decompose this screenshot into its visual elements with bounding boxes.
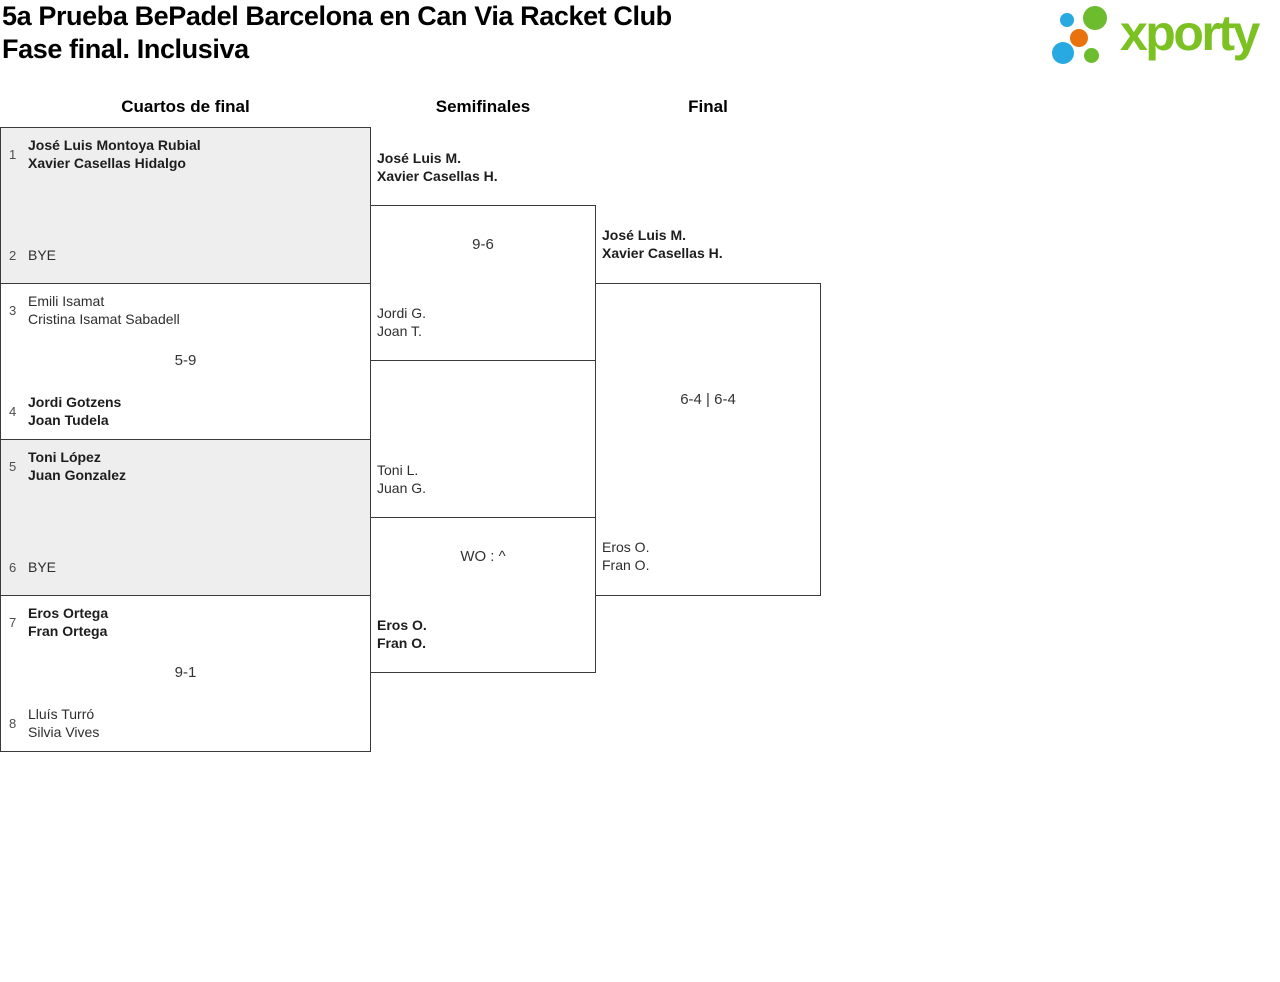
team-entry[interactable]: José Luis M. Xavier Casellas H.: [602, 226, 723, 262]
logo-wordmark: xporty: [1120, 5, 1260, 61]
team-slot: 6 BYE: [9, 549, 362, 585]
team-entry[interactable]: Eros O. Fran O.: [602, 538, 649, 574]
team-entry[interactable]: Toni L. Juan G.: [377, 461, 426, 497]
player-name: Toni López: [28, 449, 101, 465]
seed-number: 4: [9, 403, 17, 419]
player-name: Fran Ortega: [28, 623, 108, 639]
tournament-title: 5a Prueba BePadel Barcelona en Can Via R…: [2, 1, 672, 31]
team-entry[interactable]: Jordi Gotzens Joan Tudela: [28, 393, 121, 429]
player-name: Emili Isamat: [28, 293, 105, 309]
match-final: [595, 283, 821, 596]
seed-number: 7: [9, 614, 17, 630]
player-name: Xavier Casellas H.: [602, 245, 723, 261]
logo-dot-blue-small-icon: [1060, 13, 1074, 27]
player-name: Juan Gonzalez: [28, 467, 127, 483]
team-slot: 7 Eros Ortega Fran Ortega: [9, 604, 362, 640]
team-entry[interactable]: Emili Isamat Cristina Isamat Sabadell: [28, 292, 180, 328]
team-entry[interactable]: Eros Ortega Fran Ortega: [28, 604, 108, 640]
logo-dot-green-large-icon: [1083, 6, 1107, 30]
player-name: Lluís Turró: [28, 706, 95, 722]
player-name: Fran O.: [602, 557, 650, 573]
player-name: Xavier Casellas H.: [377, 168, 498, 184]
bye-label: BYE: [28, 247, 57, 263]
match-quarterfinal-2: 3 Emili Isamat Cristina Isamat Sabadell …: [0, 283, 371, 440]
player-name: José Luis M.: [377, 150, 462, 166]
round-header-quarterfinals: Cuartos de final: [121, 97, 250, 116]
match-quarterfinal-4: 7 Eros Ortega Fran Ortega 8 Lluís Turró …: [0, 595, 371, 752]
match-score: WO : ^: [460, 548, 506, 565]
player-name: José Luis Montoya Rubial: [28, 137, 201, 153]
team-slot: 2 BYE: [9, 237, 362, 273]
logo-dot-orange-icon: [1070, 29, 1088, 47]
team-slot: 1 José Luis Montoya Rubial Xavier Casell…: [9, 136, 362, 172]
team-entry[interactable]: Jordi G. Joan T.: [377, 304, 426, 340]
seed-number: 2: [9, 247, 17, 263]
seed-number: 8: [9, 715, 17, 731]
player-name: Toni L.: [377, 462, 419, 478]
team-entry[interactable]: Eros O. Fran O.: [377, 616, 427, 652]
seed-number: 6: [9, 559, 17, 575]
team-slot: 5 Toni López Juan Gonzalez: [9, 448, 362, 484]
team-entry[interactable]: José Luis M. Xavier Casellas H.: [377, 149, 498, 185]
player-name: Jordi G.: [377, 305, 427, 321]
match-quarterfinal-3: 5 Toni López Juan Gonzalez 6 BYE: [0, 439, 371, 596]
team-slot: 3 Emili Isamat Cristina Isamat Sabadell: [9, 292, 362, 328]
team-entry[interactable]: Toni López Juan Gonzalez: [28, 448, 126, 484]
round-header-semifinals: Semifinales: [435, 97, 531, 116]
player-name: Xavier Casellas Hidalgo: [28, 155, 186, 171]
player-name: Cristina Isamat Sabadell: [28, 311, 180, 327]
player-name: Eros Ortega: [28, 605, 109, 621]
team-entry: BYE: [28, 558, 56, 576]
match-quarterfinal-1: 1 José Luis Montoya Rubial Xavier Casell…: [0, 127, 371, 284]
player-name: Jordi Gotzens: [28, 394, 122, 410]
team-entry[interactable]: Lluís Turró Silvia Vives: [28, 705, 99, 741]
match-score: 9-6: [472, 236, 494, 253]
team-entry: BYE: [28, 246, 56, 264]
player-name: Eros O.: [377, 617, 427, 633]
page-title: 5a Prueba BePadel Barcelona en Can Via R…: [2, 0, 672, 66]
xporty-logo[interactable]: xporty: [1048, 4, 1276, 76]
seed-number: 3: [9, 302, 17, 318]
player-name: Silvia Vives: [28, 724, 100, 740]
player-name: Joan T.: [377, 323, 422, 339]
round-header-final: Final: [688, 97, 728, 116]
player-name: José Luis M.: [602, 227, 687, 243]
match-score: 6-4 | 6-4: [680, 391, 736, 408]
player-name: Joan Tudela: [28, 412, 109, 428]
team-entry[interactable]: José Luis Montoya Rubial Xavier Casellas…: [28, 136, 201, 172]
seed-number: 1: [9, 146, 17, 162]
logo-dot-green-small-icon: [1084, 48, 1099, 63]
match-score: 9-1: [174, 664, 197, 681]
player-name: Juan G.: [377, 480, 427, 496]
team-slot: 8 Lluís Turró Silvia Vives: [9, 705, 362, 741]
team-slot: 4 Jordi Gotzens Joan Tudela: [9, 393, 362, 429]
bye-label: BYE: [28, 559, 57, 575]
phase-subtitle: Fase final. Inclusiva: [2, 34, 249, 64]
player-name: Eros O.: [602, 539, 650, 555]
match-score: 5-9: [174, 352, 197, 369]
seed-number: 5: [9, 458, 17, 474]
player-name: Fran O.: [377, 635, 427, 651]
logo-dot-blue-large-icon: [1052, 42, 1074, 64]
